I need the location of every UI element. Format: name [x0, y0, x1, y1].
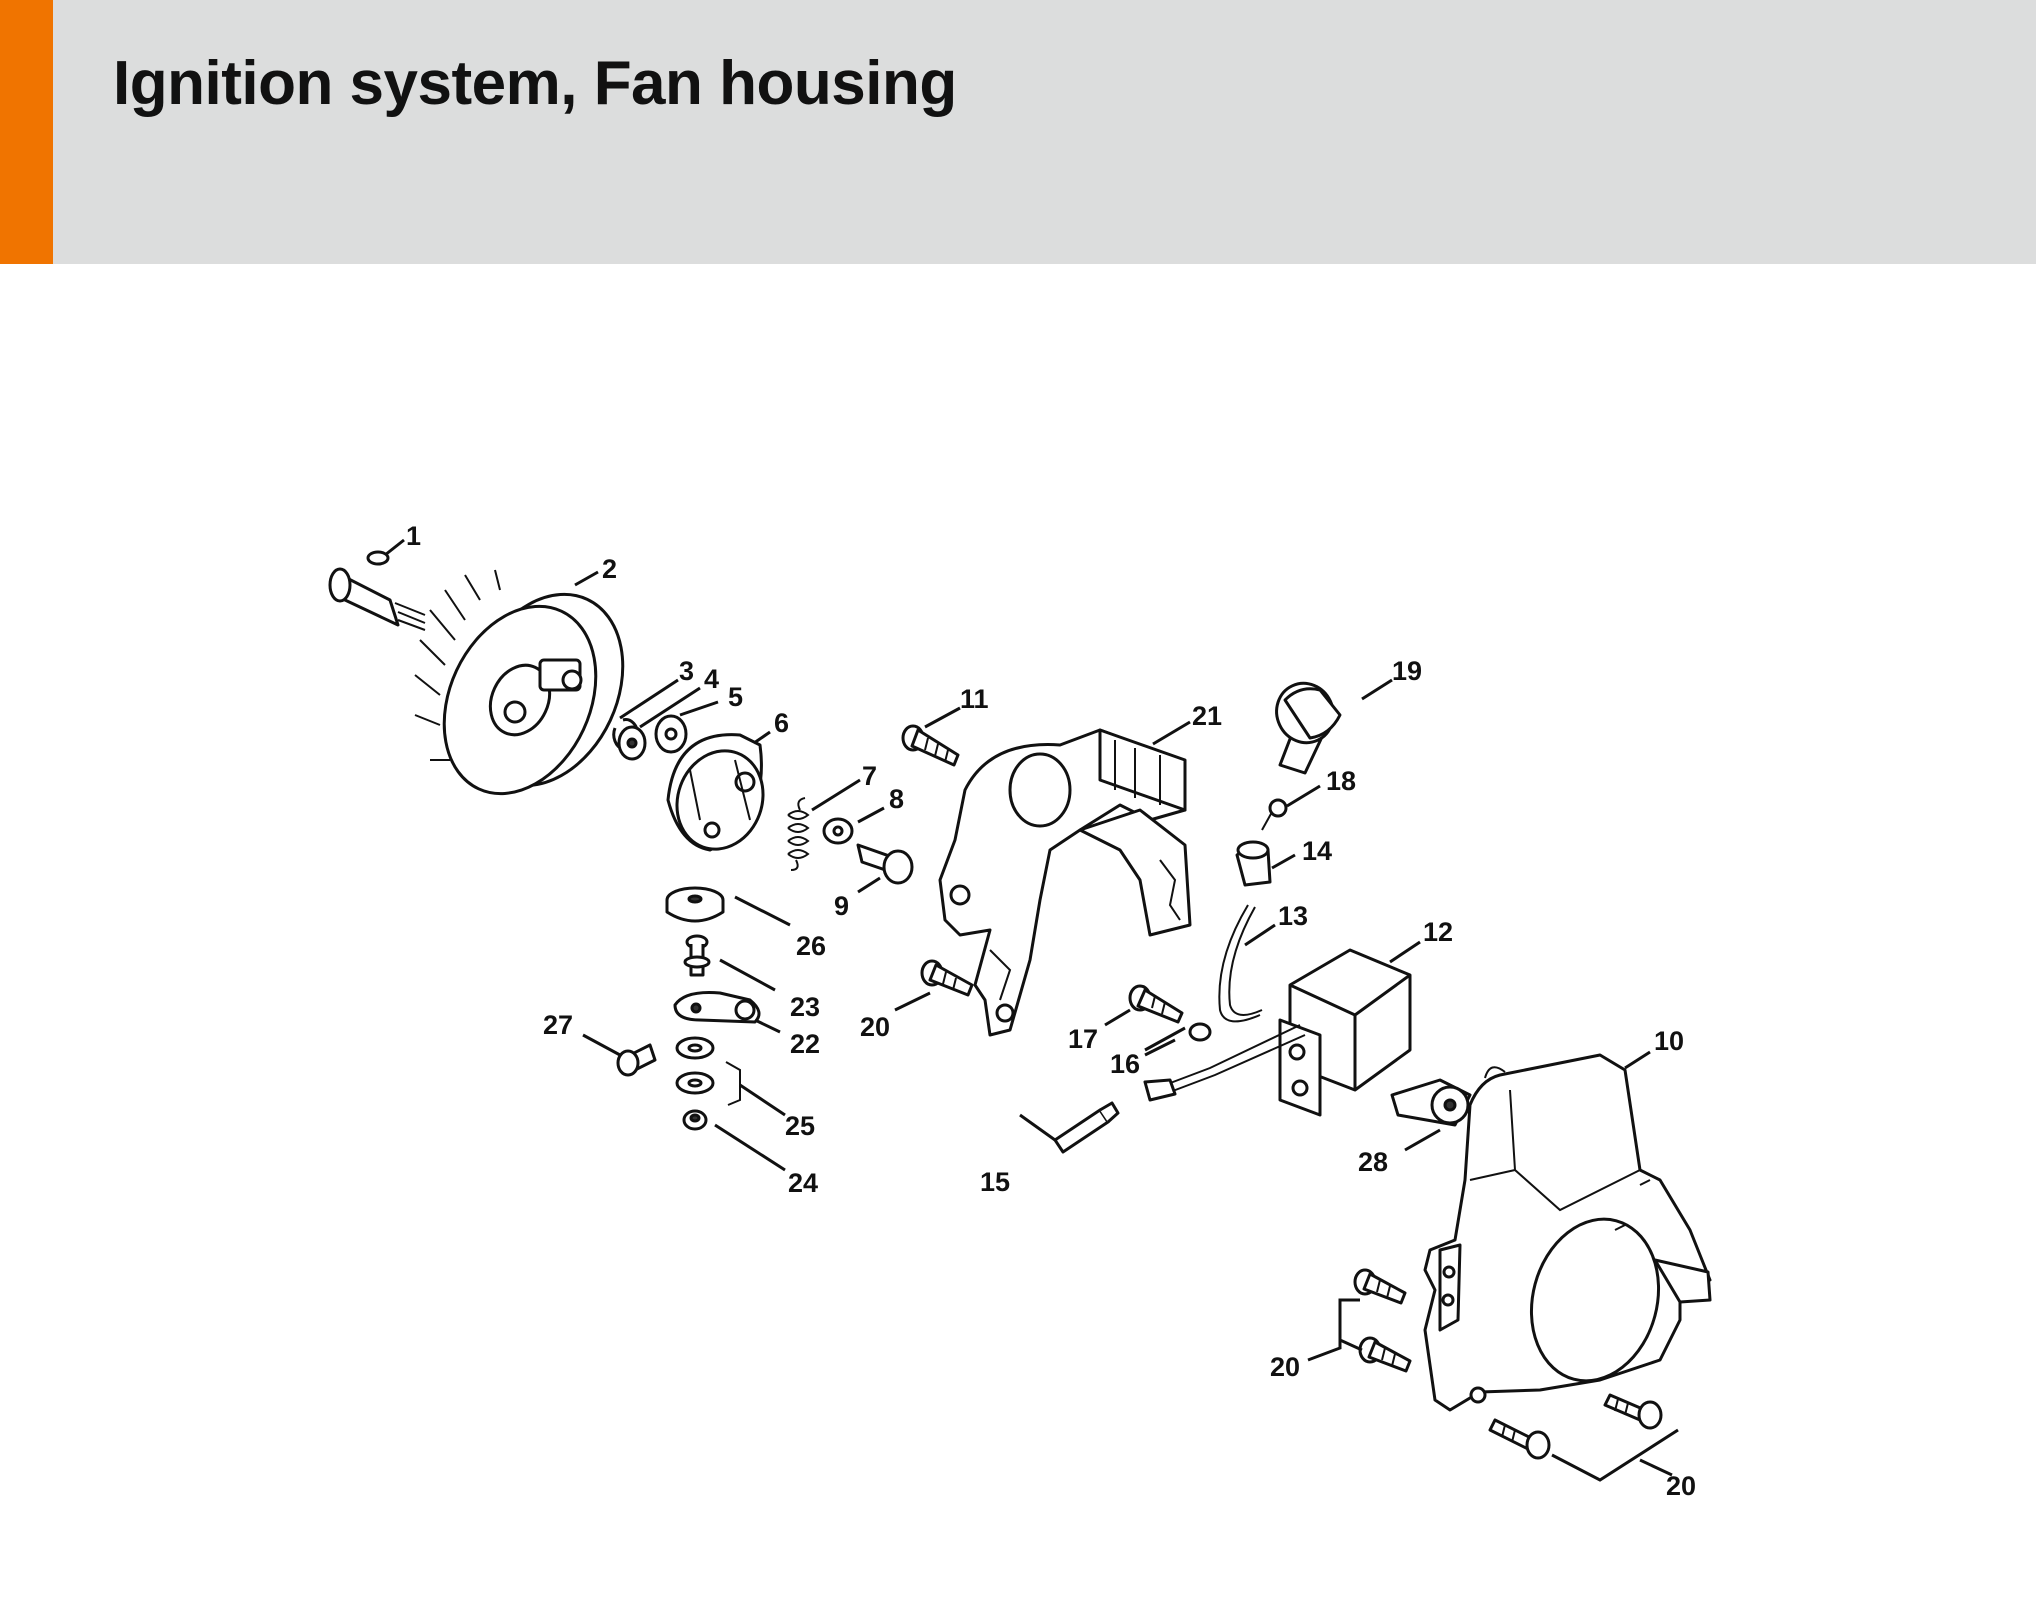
part-screw-27 [616, 1043, 657, 1077]
callout-22: 22 [790, 1029, 820, 1059]
part-ht-lead [1218, 904, 1263, 1023]
callout-1: 1 [406, 521, 421, 551]
callout-11: 11 [960, 684, 989, 714]
header-band: Ignition system, Fan housing [0, 0, 2036, 264]
part-grommet [1235, 840, 1272, 887]
callout-16: 16 [1110, 1049, 1140, 1079]
callout-21: 21 [1192, 701, 1222, 731]
callout-24: 24 [788, 1168, 818, 1198]
part-screw-20d [1488, 1418, 1551, 1460]
part-plug-boot [1275, 681, 1342, 775]
part-washer-5 [654, 714, 688, 754]
part-nut-24 [682, 1109, 708, 1131]
callout-19: 19 [1392, 656, 1422, 686]
part-washer-8 [822, 817, 854, 845]
callout-10: 10 [1654, 1026, 1684, 1056]
part-pin-15 [1053, 1101, 1120, 1154]
part-screw-17 [1128, 984, 1184, 1024]
part-wire-16 [1143, 1022, 1306, 1102]
callout-4: 4 [704, 664, 719, 694]
part-pin [683, 934, 711, 977]
callout-9: 9 [834, 891, 849, 921]
callout-18: 18 [1326, 766, 1356, 796]
callout-26: 26 [796, 931, 826, 961]
accent-bar [0, 0, 53, 264]
callout-2: 2 [602, 554, 617, 584]
part-washers-25 [675, 1036, 741, 1106]
callout-5: 5 [728, 682, 743, 712]
callout-28: 28 [1358, 1147, 1388, 1177]
callout-20-bottom: 20 [1666, 1471, 1696, 1501]
part-screw-20b [1353, 1268, 1407, 1305]
callout-20-left: 20 [1270, 1352, 1300, 1382]
callout-labels: 1 2 3 4 5 6 7 8 9 10 11 12 13 14 15 16 1… [406, 521, 1696, 1501]
callout-25: 25 [785, 1111, 815, 1141]
part-clutch [666, 733, 765, 852]
callout-15: 15 [980, 1167, 1010, 1197]
callout-14: 14 [1302, 836, 1332, 866]
part-shoulder-screw [856, 843, 914, 885]
callout-20-bracket: 20 [860, 1012, 890, 1042]
part-bracket-housing [938, 728, 1192, 1037]
part-fan-housing [1423, 1053, 1712, 1412]
part-screw-11 [901, 724, 960, 767]
leader-lines [384, 538, 1679, 1482]
page-title: Ignition system, Fan housing [113, 49, 957, 118]
part-screw-20e [1603, 1393, 1663, 1430]
part-screw-20a [920, 959, 974, 997]
part-flywheel [414, 569, 625, 796]
part-nut [617, 725, 647, 761]
part-washer-26 [665, 886, 725, 923]
part-lever [673, 991, 761, 1024]
callout-6: 6 [774, 708, 789, 738]
callout-3: 3 [679, 656, 694, 686]
callout-27: 27 [543, 1010, 573, 1040]
part-screw-20c [1358, 1336, 1412, 1373]
callout-23: 23 [790, 992, 820, 1022]
part-ignition-module [1278, 948, 1412, 1117]
callout-12: 12 [1423, 917, 1453, 947]
callout-17: 17 [1068, 1024, 1098, 1054]
part-spring-18 [1261, 798, 1288, 831]
callout-13: 13 [1278, 901, 1308, 931]
callout-7: 7 [862, 761, 877, 791]
part-crank-stub [328, 550, 426, 631]
callout-8: 8 [889, 784, 904, 814]
part-pawl [1390, 1078, 1472, 1127]
part-spring [787, 797, 810, 871]
